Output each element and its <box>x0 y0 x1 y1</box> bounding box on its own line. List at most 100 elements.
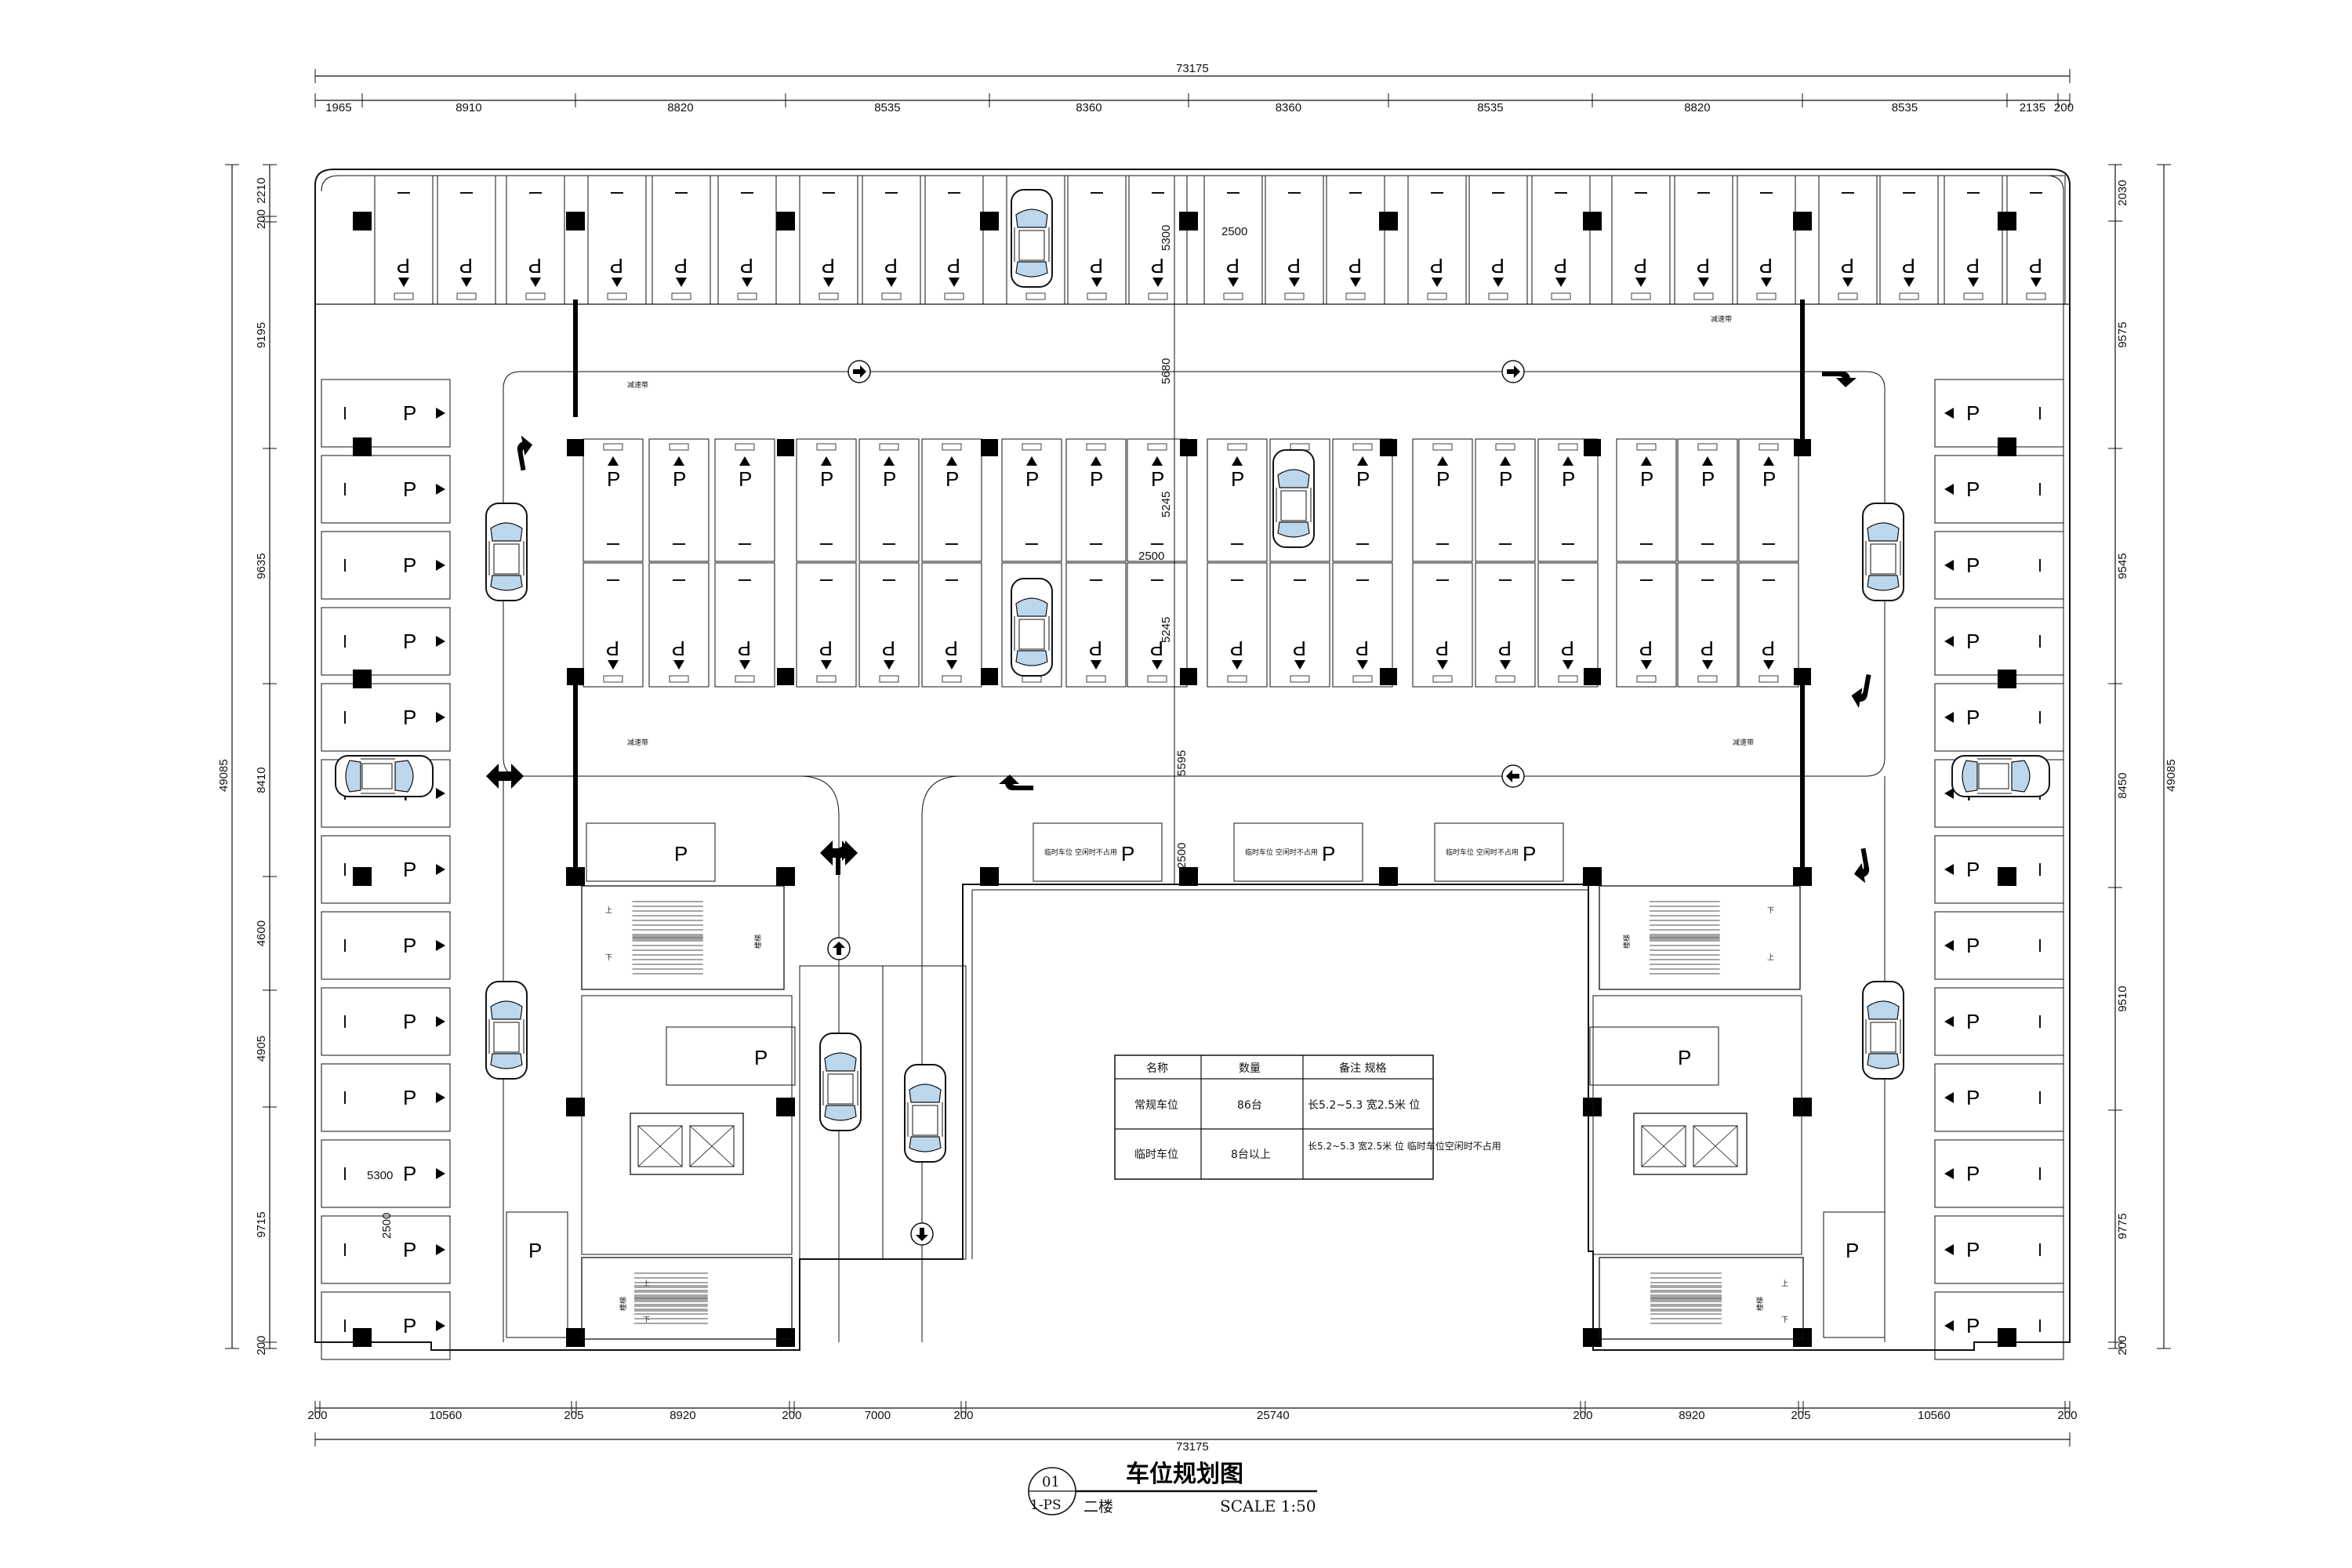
stall-number-tag <box>1838 292 1858 300</box>
dim-text: 8820 <box>667 101 693 114</box>
car-icon <box>485 503 528 601</box>
stair-up-4: 上 <box>1781 1279 1788 1288</box>
parking-stall: P <box>321 1291 451 1360</box>
parking-letter: P <box>606 637 619 660</box>
car-icon <box>1272 449 1315 548</box>
column <box>776 212 795 230</box>
dim-text: 10560 <box>1918 1409 1951 1422</box>
stall-outline <box>1233 822 1363 882</box>
dim-text: 9715 <box>255 1211 268 1237</box>
dim-text: 200 <box>953 1409 973 1422</box>
parking-glyph: P <box>1226 254 1240 287</box>
stall-outline <box>321 1215 451 1284</box>
car-windshield <box>1867 1000 1900 1020</box>
stall-number-tag <box>1352 675 1373 683</box>
temporary-stall: P <box>1589 1026 1719 1086</box>
parking-letter: P <box>1678 1046 1691 1069</box>
parking-glyph: P <box>1759 254 1773 287</box>
parking-letter: P <box>403 706 416 729</box>
stall-outline <box>1001 562 1062 688</box>
parking-letter: P <box>403 858 416 881</box>
column <box>1584 668 1601 685</box>
parking-stall <box>921 562 982 688</box>
stall-number-tag <box>1759 675 1779 683</box>
parking-stall <box>717 175 777 305</box>
legend-table: 名称 数量 备注 规格 常规车位 86台 长5.2~5.3 宽2.5米 位 临时… <box>1114 1054 1501 1180</box>
arrow-icon <box>1944 788 1954 799</box>
column <box>1583 867 1602 886</box>
arrow-shape <box>1507 365 1520 378</box>
column <box>1793 1098 1812 1116</box>
dim-text: 9510 <box>2116 985 2129 1011</box>
stair-core-sw <box>581 1257 793 1340</box>
parking-glyph: P <box>1499 456 1512 491</box>
arrow-down-icon <box>1152 660 1163 670</box>
parking-stall <box>506 175 565 305</box>
parking-letter: P <box>2029 254 2042 278</box>
car-rear-window <box>824 1105 857 1121</box>
car-rear-window <box>1277 521 1310 538</box>
parking-letter: P <box>1356 467 1370 491</box>
parking-stall: P <box>321 531 451 600</box>
stall-number-tag <box>1432 443 1453 451</box>
arrow-down-icon <box>461 278 472 287</box>
arrow-icon <box>1944 1320 1954 1331</box>
stall-outline <box>1537 438 1599 562</box>
arrow-icon <box>436 636 445 647</box>
dim-text: 4905 <box>255 1036 268 1062</box>
parking-letter: P <box>403 934 416 957</box>
column <box>1793 212 1812 230</box>
parking-letter: P <box>1231 467 1244 491</box>
turn-arrow-icon <box>1822 365 1857 387</box>
stall-number-tag <box>1227 443 1247 451</box>
parking-glyph: P <box>459 254 473 287</box>
dim-left-total: 49085 <box>217 759 230 792</box>
parking-letter: P <box>397 254 410 278</box>
parking-letter: P <box>1436 467 1450 491</box>
parking-stall: P <box>1934 1291 2064 1360</box>
legend-row2-qty: 8台以上 <box>1231 1149 1271 1161</box>
stall-outline <box>717 175 777 305</box>
arrow-down-icon <box>1763 660 1774 670</box>
parking-stall: P <box>321 607 451 676</box>
parking-glyph: P <box>1498 637 1512 670</box>
stall-number-tag <box>669 675 689 683</box>
car-icon <box>335 755 434 797</box>
stall-number-tag <box>1636 443 1657 451</box>
arrow-up-icon <box>884 456 895 466</box>
core-room-west <box>581 995 793 1255</box>
car-roof <box>912 1105 938 1136</box>
stall-number-tag <box>671 292 691 300</box>
parking-letter: P <box>1293 637 1306 660</box>
stall-outline <box>321 455 451 524</box>
stall-number-tag <box>1352 443 1373 451</box>
arrow-icon <box>1944 1168 1954 1179</box>
arrow-shape <box>833 942 845 955</box>
car-rear-window <box>1962 760 1978 793</box>
parking-letter: P <box>1561 637 1574 660</box>
stall-outline <box>1611 175 1671 305</box>
slow-sign-label-2: 减速带 <box>1711 314 1732 324</box>
floor-label: 二楼 <box>1083 1498 1113 1515</box>
stall-outline <box>1067 175 1127 305</box>
parking-stall <box>374 175 434 305</box>
parking-glyph: P <box>820 456 833 491</box>
stall-outline <box>714 438 775 562</box>
stall-outline <box>506 175 565 305</box>
arrow-down-icon <box>612 278 622 287</box>
parking-glyph: P <box>819 637 833 670</box>
arrow-icon <box>436 940 445 951</box>
parking-stall: P <box>1934 1063 2064 1132</box>
parking-glyph: P <box>822 254 835 287</box>
parking-stall <box>1738 562 1799 688</box>
parking-glyph: P <box>882 637 895 670</box>
parking-glyph: P <box>1554 254 1567 287</box>
stair-down-4: 下 <box>1781 1316 1788 1324</box>
parking-glyph: P <box>1640 456 1653 491</box>
stall-outline <box>1934 911 2064 980</box>
stall-outline <box>1677 562 1738 688</box>
arrow-down-icon <box>1437 660 1448 670</box>
parking-stall <box>924 175 984 305</box>
stall-outline <box>583 562 644 688</box>
car-icon <box>1951 755 2050 797</box>
